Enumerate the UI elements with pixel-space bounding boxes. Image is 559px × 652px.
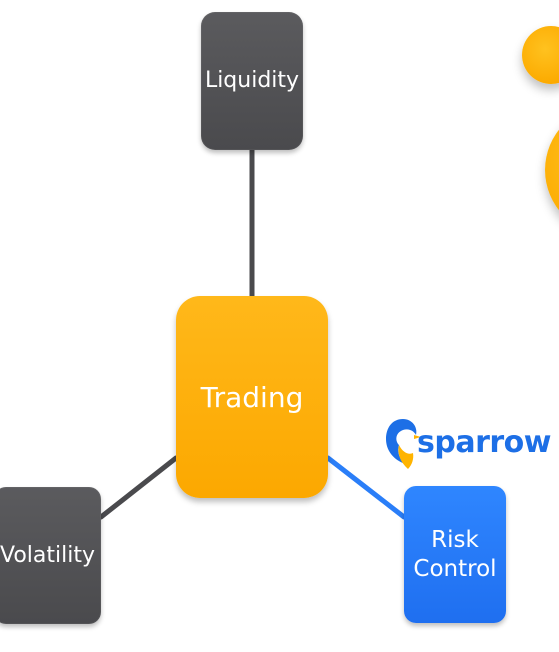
node-risk-control-label: Risk Control [413, 526, 497, 582]
node-trading-label: Trading [200, 380, 304, 414]
link-trading-risk [325, 455, 407, 520]
node-trading: Trading [176, 296, 328, 498]
brand-name: sparrow [417, 424, 552, 460]
node-liquidity: Liquidity [201, 12, 303, 150]
node-volatility: Volatility [0, 487, 101, 624]
sparrow-logo: sparrow [383, 414, 552, 474]
node-liquidity-label: Liquidity [204, 68, 300, 94]
node-risk-control: Risk Control [404, 486, 506, 623]
node-volatility-label: Volatility [0, 542, 95, 568]
sparrow-bird-icon [386, 419, 421, 469]
link-trading-volatility [98, 455, 179, 520]
